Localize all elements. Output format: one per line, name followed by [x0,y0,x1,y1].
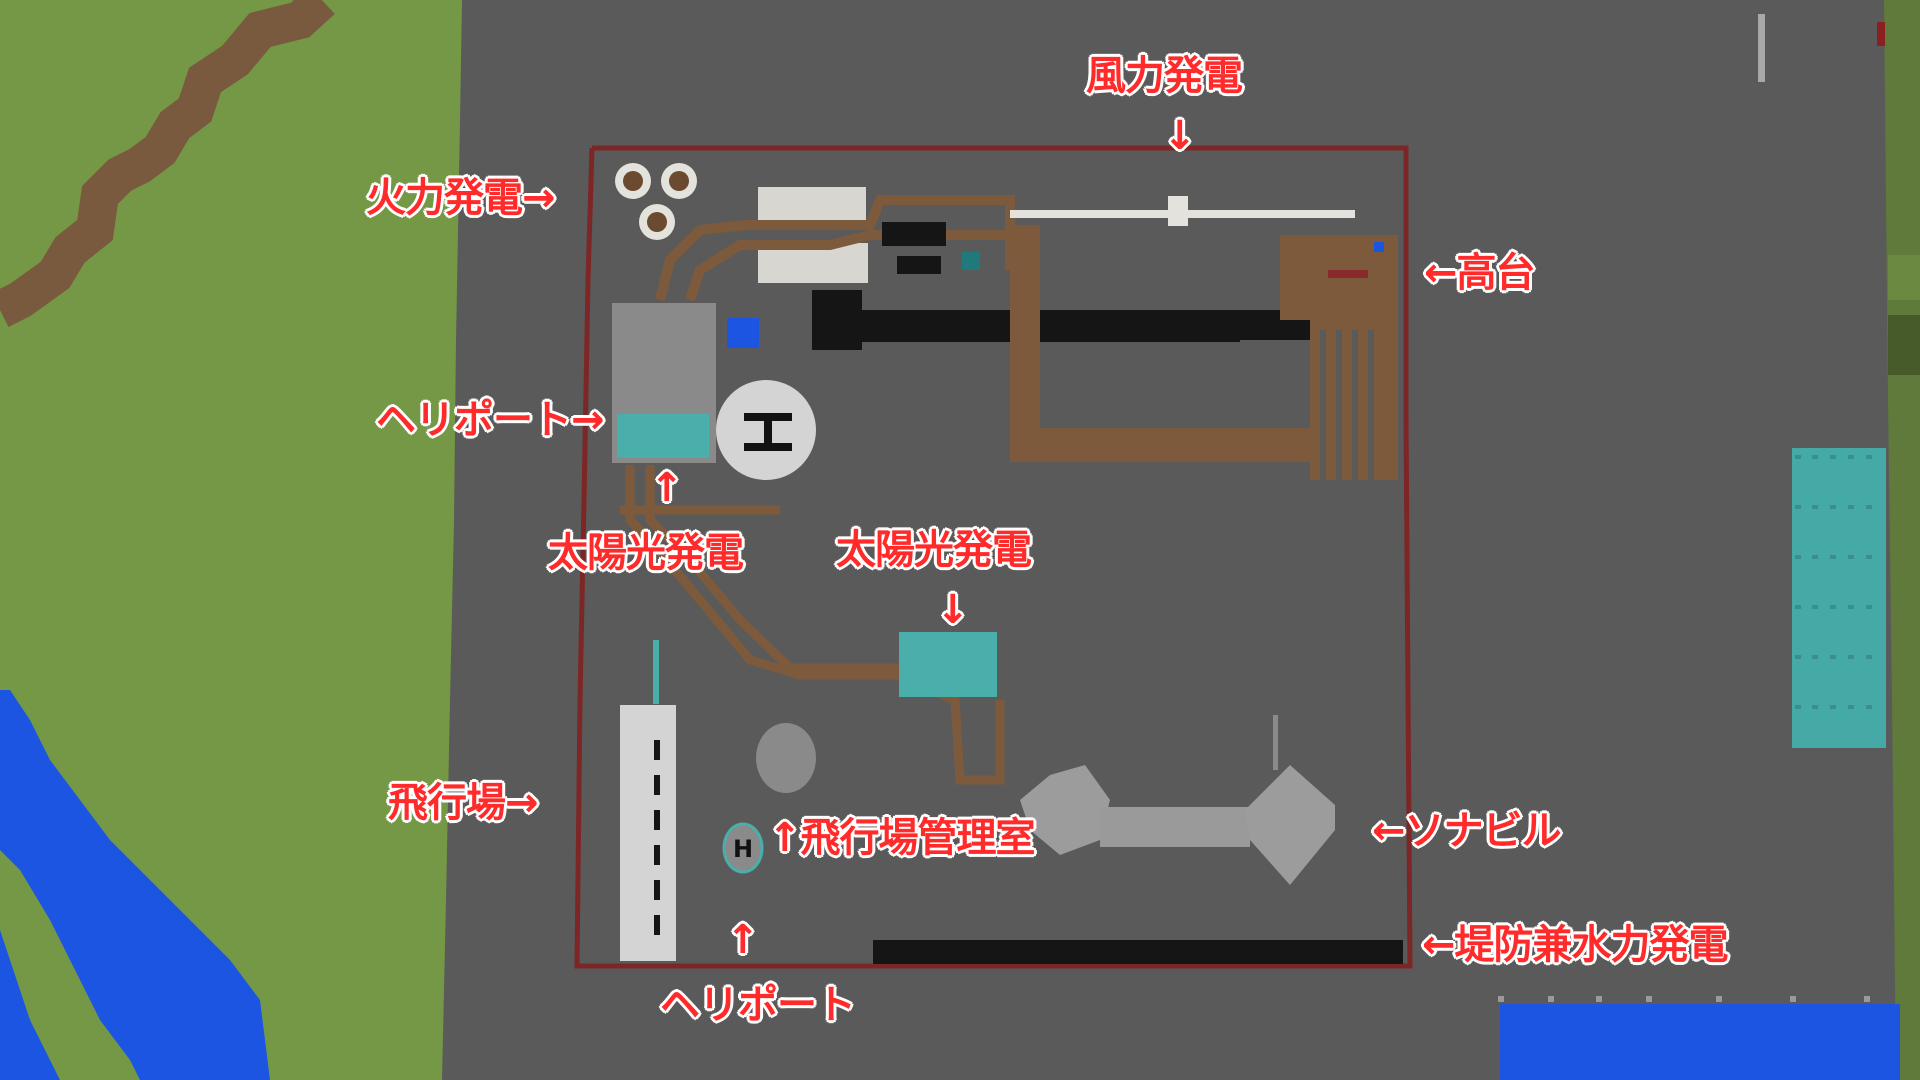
diamond-block-field [1792,448,1886,748]
arrow-solar-left: ↑ [650,465,684,511]
label-high-ground: ←高台 [1424,250,1536,296]
dirt-path [0,0,335,327]
label-levee-hydro: ←堤防兼水力発電 [1422,922,1729,968]
levee-wall [873,940,1403,964]
arrow-solar-right: ↓ [936,587,970,633]
label-wind-power: 風力発電 [1086,53,1243,99]
sea-water [1500,1004,1900,1080]
high-ground-frame [1010,225,1040,460]
label-solar-right: 太陽光発電 [836,527,1032,573]
arrow-heliport-bottom: ↑ [726,917,760,963]
sonabill-building [1020,715,1335,885]
label-airfield: 飛行場→ [388,780,539,826]
wind-turbine-hub [1168,196,1188,226]
label-thermal-power: 火力発電→ [366,175,556,221]
river-water-2 [0,930,50,1080]
solar-panel-lower [899,632,997,697]
label-airfield-control: ↑飛行場管理室 [768,815,1036,861]
label-heliport-left: ヘリポート→ [376,397,605,443]
river-grass-strip [0,850,140,1080]
runway [620,705,676,961]
helipad-letter: H [733,835,753,863]
grass-area-left [0,0,462,1080]
label-heliport-bottom: ヘリポート [660,982,856,1028]
label-sonabill: ←ソナビル [1372,808,1562,854]
label-solar-left: 太陽光発電 [548,530,744,576]
grass-area-right [1884,0,1920,1080]
helipad-small [722,822,764,874]
arrow-wind-power: ↓ [1163,113,1197,159]
base-boundary [574,145,1413,969]
thermal-furnaces [615,163,697,240]
